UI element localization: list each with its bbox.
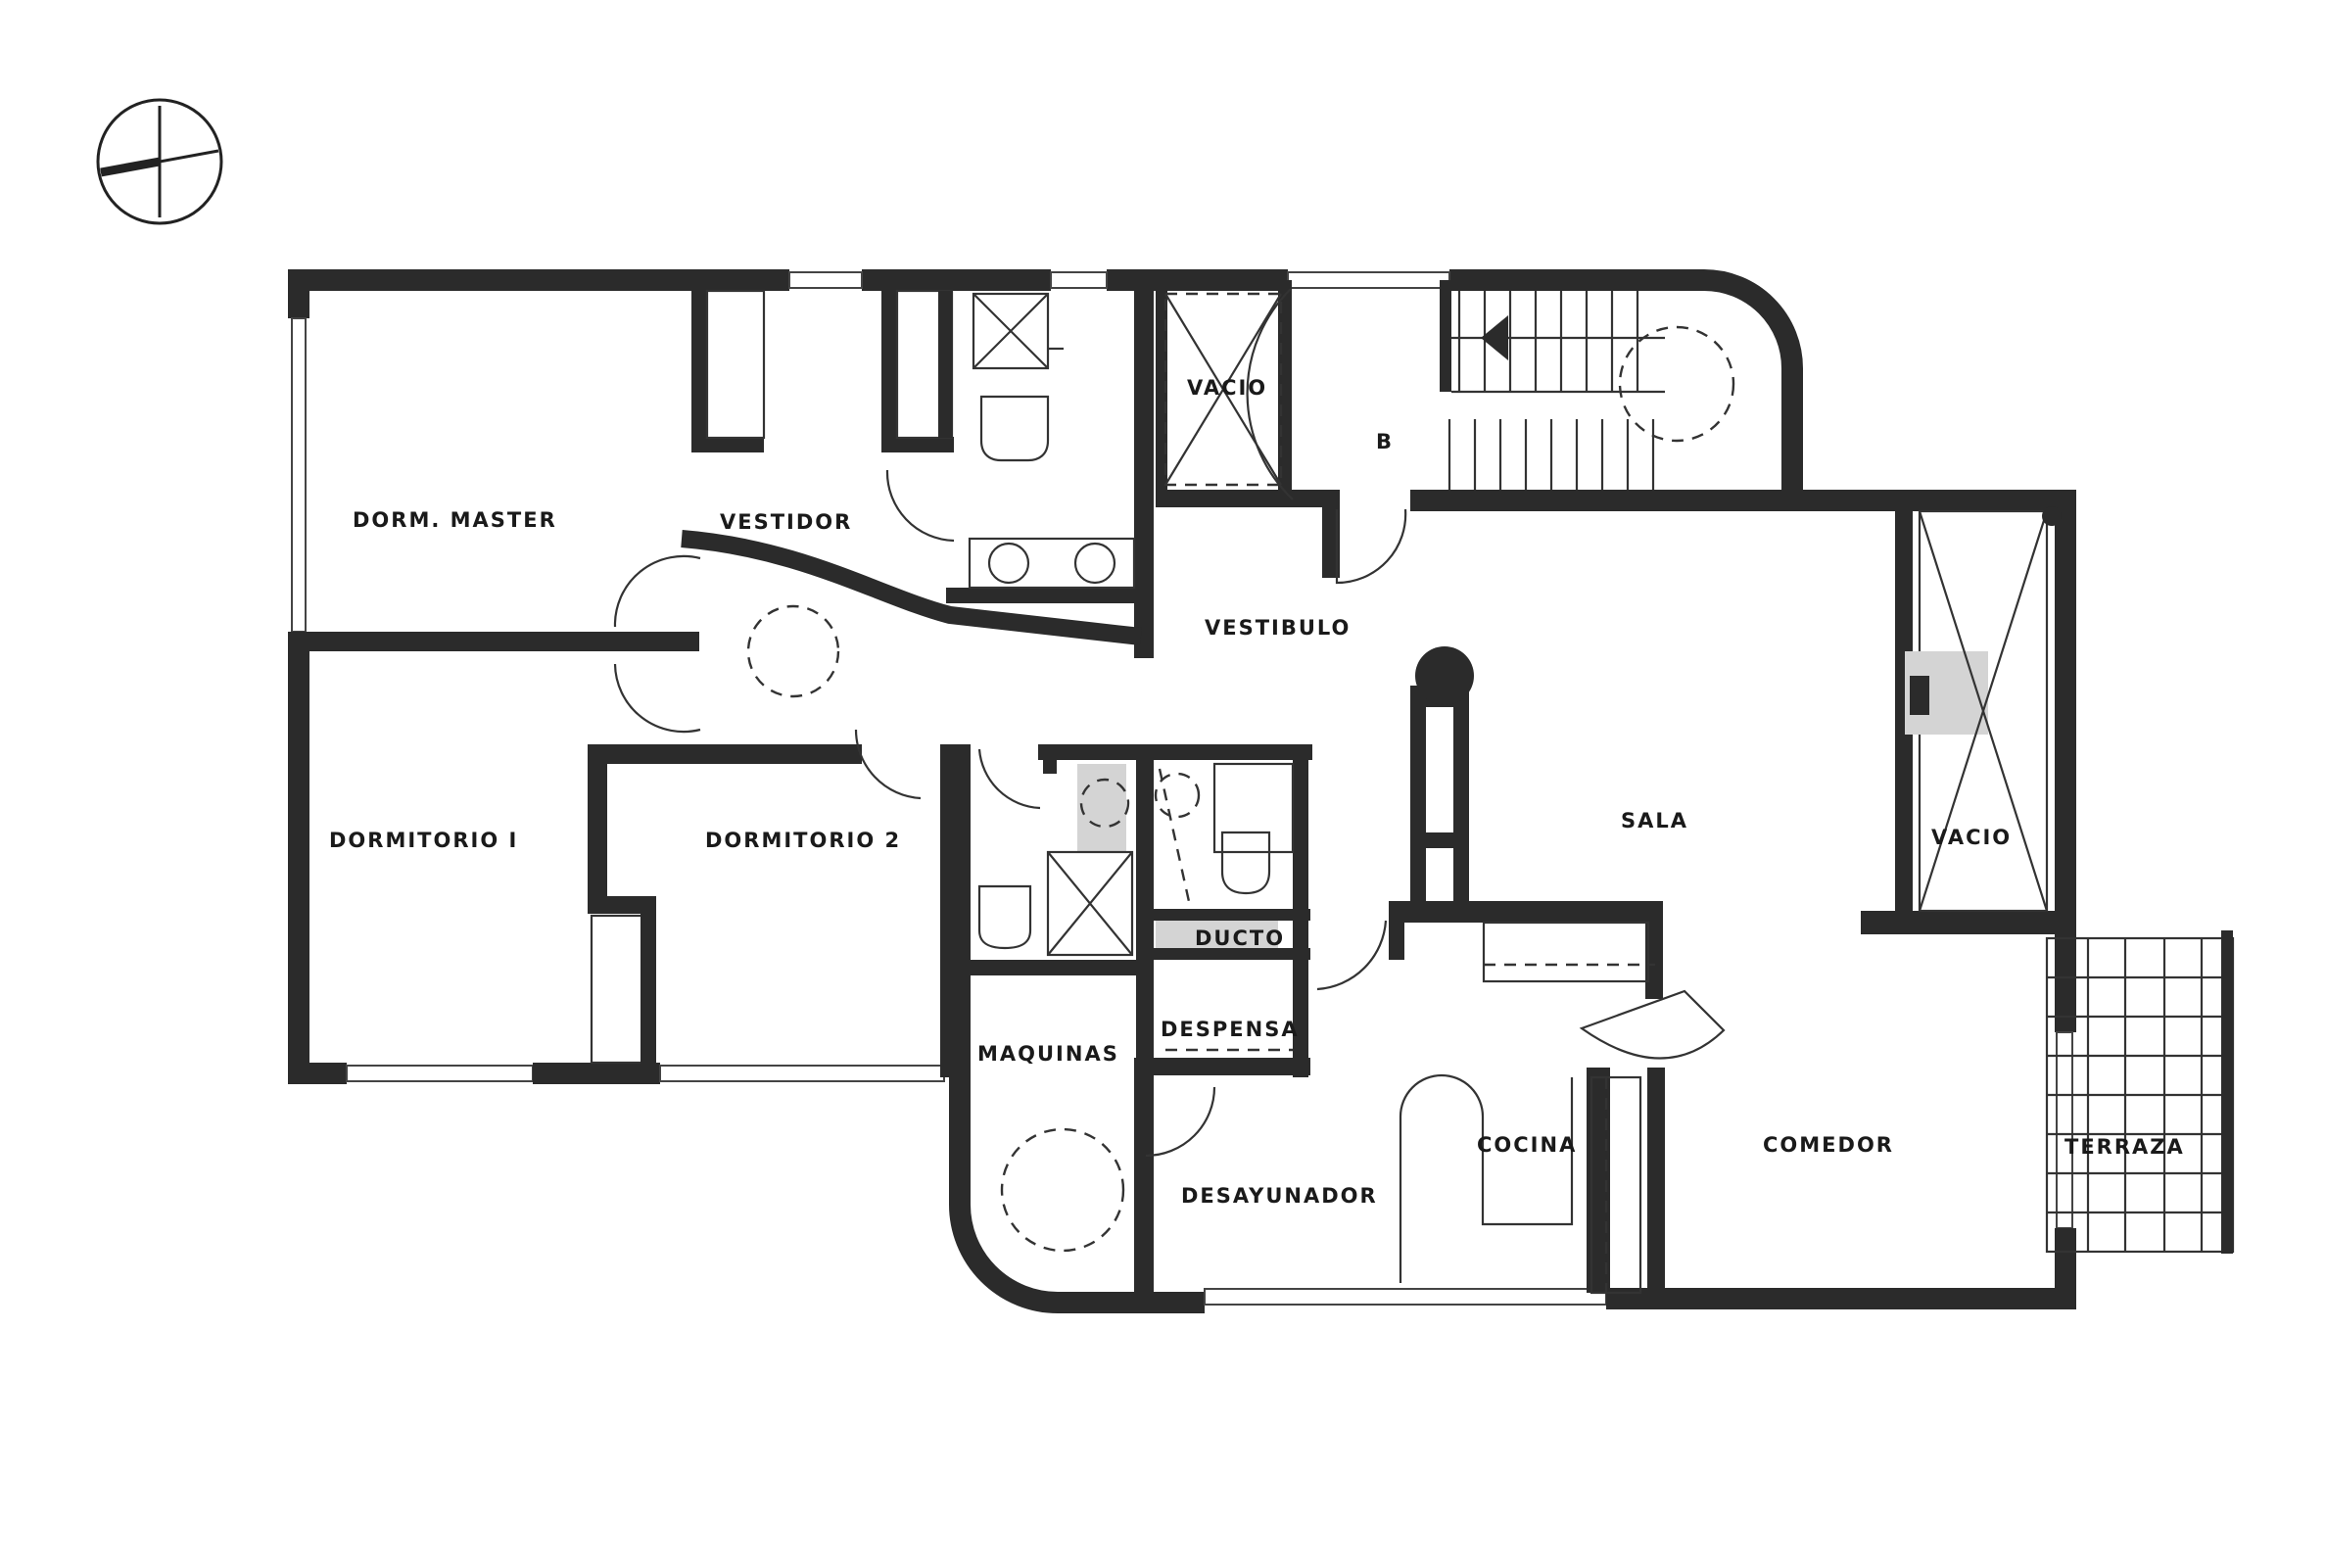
room-label-dormitorio-1: DORMITORIO I	[329, 829, 518, 852]
door-swings	[613, 288, 1407, 1158]
room-label-comedor: COMEDOR	[1763, 1133, 1894, 1157]
interior-walls	[288, 280, 2049, 1303]
column-icon	[1415, 646, 1474, 705]
room-label-ducto: DUCTO	[1195, 927, 1285, 950]
terraza-grid	[2045, 930, 2235, 1254]
room-label-desayunador: DESAYUNADOR	[1181, 1184, 1378, 1208]
room-label-vacio-2: VACIO	[1931, 826, 2012, 849]
room-label-dorm-master: DORM. MASTER	[353, 508, 557, 532]
room-label-sala: SALA	[1621, 809, 1688, 832]
stair-treads	[1447, 291, 1735, 490]
room-label-terraza: TERRAZA	[2064, 1135, 2185, 1159]
room-label-maquinas: MAQUINAS	[977, 1042, 1119, 1066]
room-label-vacio-1: VACIO	[1187, 376, 1267, 400]
room-labels: DORM. MASTER VESTIDOR VACIO B VESTIBULO …	[329, 376, 2185, 1208]
sink-icon	[987, 542, 1030, 585]
room-label-cocina: COCINA	[1477, 1133, 1577, 1157]
exterior-walls	[288, 269, 2076, 1313]
room-label-despensa: DESPENSA	[1161, 1018, 1300, 1041]
toilet-icon	[1220, 831, 1271, 895]
toilet-icon	[977, 884, 1032, 950]
fixtures	[746, 291, 2235, 1295]
toilet-icon	[979, 395, 1050, 462]
room-label-b: B	[1376, 430, 1394, 453]
room-label-dormitorio-2: DORMITORIO 2	[705, 829, 901, 852]
room-label-vestibulo: VESTIBULO	[1205, 616, 1351, 640]
north-arrow-icon	[96, 98, 223, 225]
sink-icon	[1073, 542, 1116, 585]
room-label-vestidor: VESTIDOR	[720, 510, 852, 534]
